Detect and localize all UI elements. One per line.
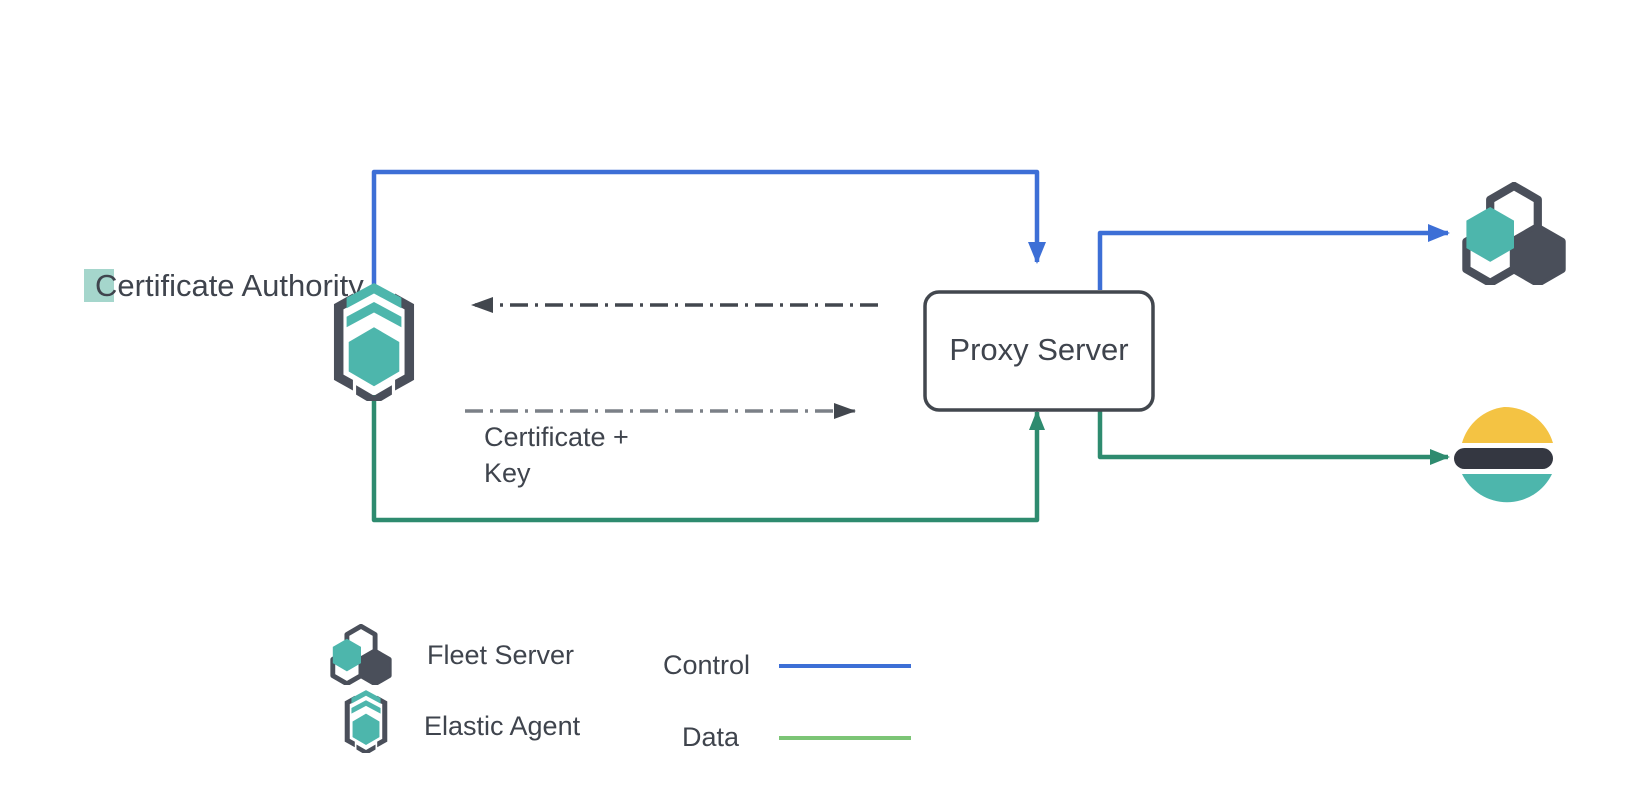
legend-item-fleet-server: Fleet Server xyxy=(333,626,574,683)
legend-data-label: Data xyxy=(682,722,740,752)
legend-control-label: Control xyxy=(663,650,750,680)
legend-fleet-server-label: Fleet Server xyxy=(427,640,574,670)
edge-control-agent-to-proxy xyxy=(371,169,1046,285)
edge-data-proxy-to-elasticsearch xyxy=(1097,395,1450,465)
edge-data-agent-to-proxy xyxy=(371,395,1045,523)
fleet-server-icon[interactable] xyxy=(1466,186,1561,283)
certificate-key-label-line2: Key xyxy=(484,458,531,488)
certificate-authority-highlight xyxy=(84,269,114,302)
edge-control-proxy-to-fleet-server xyxy=(1097,224,1450,290)
legend-line-control: Control xyxy=(663,650,911,680)
legend-elastic-agent-label: Elastic Agent xyxy=(424,711,581,741)
certificate-authority-label: Certificate Authority xyxy=(95,268,364,303)
elasticsearch-icon[interactable] xyxy=(1454,406,1553,503)
proxy-server-node[interactable]: Proxy Server xyxy=(923,290,1155,412)
legend-line-data: Data xyxy=(682,722,911,752)
legend-elastic-agent-icon xyxy=(344,690,388,753)
elastic-agent-icon[interactable] xyxy=(333,283,415,405)
legend-item-elastic-agent: Elastic Agent xyxy=(344,690,581,753)
proxy-server-label: Proxy Server xyxy=(949,332,1128,367)
certificate-key-label-line1: Certificate + xyxy=(484,422,629,452)
legend-fleet-server-icon xyxy=(333,626,389,683)
